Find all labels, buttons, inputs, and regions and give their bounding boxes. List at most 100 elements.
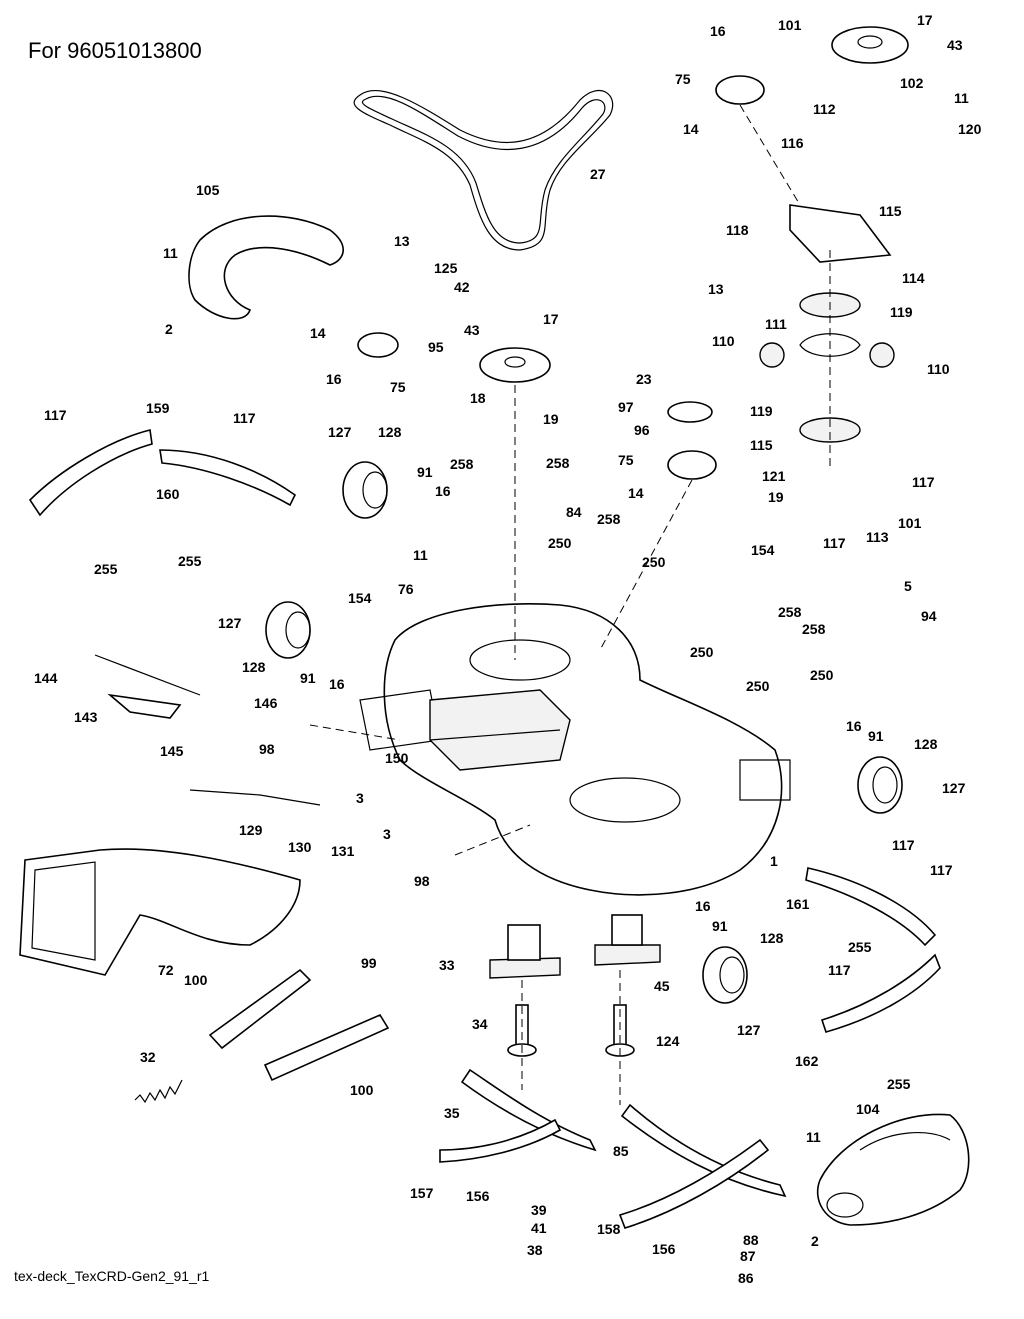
- callout-label: 129: [239, 822, 263, 838]
- callout-label: 117: [912, 474, 935, 490]
- callout-label: 45: [654, 978, 670, 994]
- callout-label: 258: [450, 456, 474, 472]
- callout-label: 100: [350, 1082, 374, 1098]
- callout-label: 154: [751, 542, 775, 558]
- spring-32: [134, 1079, 183, 1104]
- callout-label: 94: [921, 608, 937, 624]
- idler-pulley-75-top: [715, 75, 765, 105]
- arm-99-lower: [263, 1013, 390, 1082]
- callout-label: 127: [942, 780, 966, 796]
- callout-label: 14: [628, 485, 644, 501]
- callout-label: 250: [746, 678, 770, 694]
- callout-label: 121: [762, 468, 786, 484]
- callout-label: 162: [795, 1053, 819, 1069]
- callout-label: 101: [778, 17, 802, 33]
- callout-label: 146: [254, 695, 278, 711]
- callout-label: 158: [597, 1221, 621, 1237]
- callout-label: 255: [94, 561, 118, 577]
- callout-label: 258: [597, 511, 621, 527]
- spindle-33: [489, 924, 561, 979]
- callout-label: 86: [738, 1270, 754, 1286]
- callout-label: 16: [695, 898, 711, 914]
- gauge-wheel-128-a: [342, 461, 388, 519]
- pulley-43-center: [479, 347, 551, 383]
- callout-label: 157: [410, 1185, 434, 1201]
- callout-label: 114: [902, 270, 925, 286]
- callout-label: 85: [613, 1143, 629, 1159]
- callout-label: 3: [356, 790, 364, 806]
- callout-label: 16: [710, 23, 726, 39]
- gauge-wheel-128-c: [857, 756, 903, 814]
- callout-label: 38: [527, 1242, 543, 1258]
- bracket-143: [107, 693, 182, 719]
- gear-119-lower: [799, 417, 861, 443]
- blade-85: [618, 1103, 787, 1229]
- callout-label: 17: [917, 12, 933, 28]
- callout-label: 131: [331, 843, 355, 859]
- callout-label: 34: [472, 1016, 488, 1032]
- callout-label: 75: [618, 452, 634, 468]
- callout-label: 72: [158, 962, 174, 978]
- callout-label: 11: [163, 245, 178, 261]
- callout-label: 2: [811, 1233, 819, 1249]
- spindle-45: [594, 914, 661, 966]
- callout-label: 128: [914, 736, 938, 752]
- callout-label: 127: [328, 424, 352, 440]
- callout-label: 87: [740, 1248, 756, 1264]
- arm-99-upper: [208, 968, 312, 1050]
- callout-label: 113: [866, 529, 889, 545]
- callout-label: 161: [786, 896, 810, 912]
- callout-label: 255: [178, 553, 202, 569]
- callout-label: 117: [892, 837, 915, 853]
- callout-label: 255: [887, 1076, 911, 1092]
- rod-129: [189, 789, 321, 806]
- callout-label: 250: [810, 667, 834, 683]
- belt-cover-105: [188, 215, 344, 320]
- callout-label: 117: [930, 862, 953, 878]
- callout-label: 111: [765, 316, 787, 332]
- gear-110-left: [759, 342, 785, 368]
- callout-label: 112: [813, 101, 836, 117]
- callout-label: 35: [444, 1105, 460, 1121]
- callout-label: 250: [548, 535, 572, 551]
- callout-label: 32: [140, 1049, 156, 1065]
- callout-label: 144: [34, 670, 58, 686]
- callout-label: 115: [879, 203, 902, 219]
- callout-label: 75: [390, 379, 406, 395]
- pulley-43-top: [831, 26, 909, 64]
- callout-label: 125: [434, 260, 458, 276]
- callout-label: 14: [683, 121, 699, 137]
- baffle-162: [820, 953, 941, 1033]
- idler-pulley-75-left: [357, 332, 399, 358]
- drawing-code: tex-deck_TexCRD-Gen2_91_r1: [14, 1268, 210, 1284]
- callout-label: 124: [656, 1033, 680, 1049]
- callout-label: 101: [898, 515, 922, 531]
- callout-label: 250: [642, 554, 666, 570]
- callout-label: 3: [383, 826, 391, 842]
- mount-plate-118: [789, 204, 892, 263]
- callout-label: 150: [385, 750, 409, 766]
- callout-labels: 16 101 17 43 75 102 11 112 14 116 120 27…: [34, 12, 982, 1286]
- discharge-chute-72: [19, 848, 301, 976]
- mower-deck-1: [359, 602, 791, 896]
- callout-label: 16: [329, 676, 345, 692]
- callout-label: 84: [566, 504, 582, 520]
- callout-label: 154: [348, 590, 372, 606]
- callout-label: 11: [806, 1129, 821, 1145]
- callout-label: 160: [156, 486, 180, 502]
- callout-label: 117: [828, 962, 851, 978]
- callout-label: 145: [160, 743, 184, 759]
- callout-label: 130: [288, 839, 312, 855]
- callout-label: 159: [146, 400, 170, 416]
- callout-label: 16: [846, 718, 862, 734]
- baffle-159: [28, 429, 153, 517]
- callout-label: 119: [890, 304, 913, 320]
- callout-label: 143: [74, 709, 98, 725]
- callout-label: 156: [652, 1241, 676, 1257]
- callout-label: 258: [802, 621, 826, 637]
- callout-label: 104: [856, 1101, 880, 1117]
- callout-label: 43: [464, 322, 480, 338]
- callout-label: 250: [690, 644, 714, 660]
- callout-label: 75: [675, 71, 691, 87]
- callout-label: 115: [750, 437, 773, 453]
